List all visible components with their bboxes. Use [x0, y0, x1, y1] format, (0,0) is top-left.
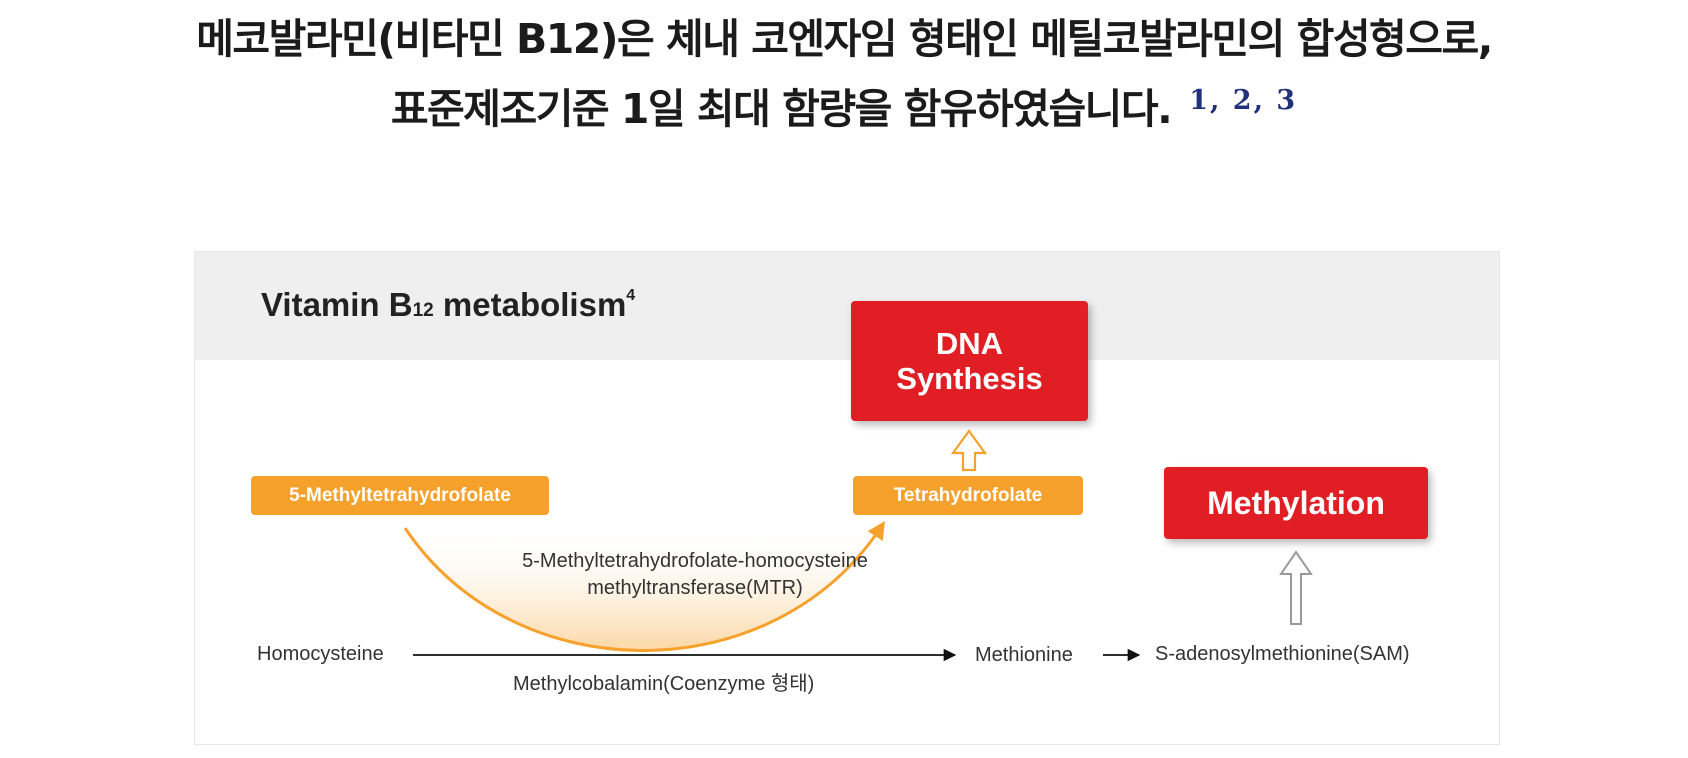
headline-line-2: 표준제조기준 1일 최대 함량을 함유하였습니다. 1, 2, 3	[0, 70, 1688, 140]
up-arrow-to-methylation-icon	[1279, 550, 1313, 625]
folate-cycle-fill	[405, 524, 883, 651]
headline-line-2-text: 표준제조기준 1일 최대 함량을 함유하였습니다.	[390, 85, 1173, 133]
reference-numbers[interactable]: 1, 2, 3	[1189, 85, 1298, 116]
methylation-box: Methylation	[1164, 467, 1428, 539]
enzyme-label-line-1: 5-Methyltetrahydrofolate-homocysteine	[522, 550, 868, 572]
cofactor-label: Methylcobalamin(Coenzyme 형태)	[513, 673, 815, 695]
sam-label: S-adenosylmethionine(SAM)	[1155, 643, 1410, 665]
tetrahydrofolate-tag: Tetrahydrofolate	[853, 476, 1083, 515]
diagram-title-footnote: 4	[626, 287, 636, 304]
diagram-connectors	[403, 429, 1313, 662]
card-header-band	[195, 252, 1499, 360]
diagram-title-main: Vitamin B	[261, 286, 413, 323]
headline-line-1: 메코발라민(비타민 B12)은 체내 코엔자임 형태인 메틸코발라민의 합성형으…	[196, 15, 1493, 63]
homocysteine-label: Homocysteine	[257, 643, 384, 665]
methyltetrahydrofolate-tag: 5-Methyltetrahydrofolate	[251, 476, 549, 515]
enzyme-label-line-2: methyltransferase(MTR)	[587, 577, 803, 599]
diagram-title-rest: metabolism	[433, 286, 627, 323]
folate-cycle-arrow	[403, 520, 885, 652]
methionine-label: Methionine	[975, 644, 1073, 666]
headline: 메코발라민(비타민 B12)은 체내 코엔자임 형태인 메틸코발라민의 합성형으…	[0, 8, 1688, 140]
enzyme-label: 5-Methyltetrahydrofolate-homocysteine me…	[445, 548, 945, 602]
diagram-title: Vitamin B12 metabolism4	[261, 286, 635, 324]
diagram-title-subscript: 12	[412, 300, 434, 321]
